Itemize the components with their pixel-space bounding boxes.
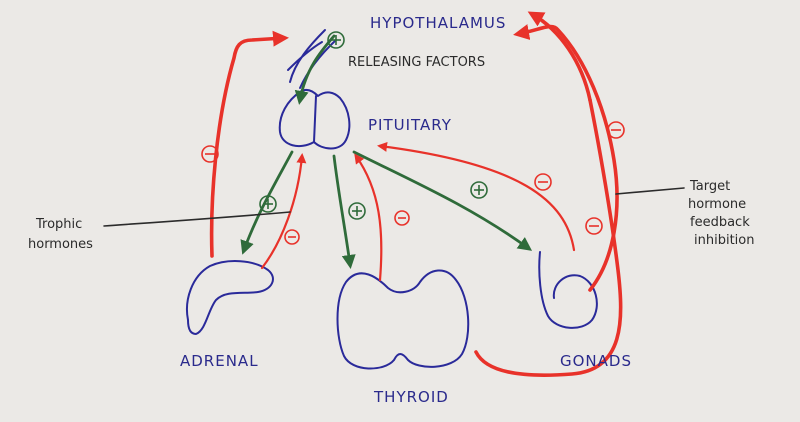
plus-symbol-thyroid <box>348 202 366 220</box>
minus-symbol-gonads-pituitary <box>534 173 552 191</box>
feedback-label-line4: inhibition <box>694 233 754 248</box>
releasing-factors-label: RELEASING FACTORS <box>348 55 485 70</box>
adrenal-label: ADRENAL <box>180 352 259 370</box>
trophic-hormones-pointer <box>103 211 291 227</box>
hypothalamus-label: HYPOTHALAMUS <box>370 14 506 32</box>
gonads-to-pituitary-feedback-arrow <box>377 141 576 252</box>
adrenal-trophic-arrow <box>240 150 294 255</box>
minus-symbol-gonads-loop-upper <box>607 121 625 139</box>
thyroid-feedback-arrowhead <box>527 11 592 102</box>
minus-symbol-adrenal-pituitary <box>284 229 300 245</box>
pituitary-lobe-divider <box>313 95 317 143</box>
plus-symbol-gonads <box>470 181 488 199</box>
feedback-label-line3: feedback <box>690 215 750 230</box>
trophic-hormones-label-line1: Trophic <box>35 217 82 232</box>
pituitary-label: PITUITARY <box>368 116 452 134</box>
minus-symbol-thyroid <box>394 210 410 226</box>
gonads-label: GONADS <box>560 352 632 370</box>
thyroid-to-hypothalamus-feedback-line <box>474 98 623 377</box>
thyroid-gland-outline <box>336 269 470 370</box>
adrenal-to-pituitary-feedback-arrow <box>260 153 307 270</box>
feedback-label-line2: hormone <box>688 197 746 212</box>
pituitary-gland-outline <box>278 88 351 150</box>
plus-symbol-adrenal <box>259 195 277 213</box>
thyroid-to-pituitary-feedback-arrow <box>354 153 383 282</box>
gonads-trophic-arrow <box>352 150 533 251</box>
feedback-label-line1: Target <box>689 179 730 194</box>
feedback-inhibition-pointer <box>615 187 685 195</box>
releasing-factors-arrow <box>294 34 336 105</box>
gonads-outline <box>538 251 598 329</box>
adrenal-gland-outline <box>186 260 274 335</box>
thyroid-label: THYROID <box>373 388 449 406</box>
minus-symbol-adrenal-loop <box>201 145 219 163</box>
trophic-hormones-label-line2: hormones <box>28 237 93 252</box>
thyroid-trophic-arrow <box>332 154 356 269</box>
minus-symbol-gonads-loop-lower <box>585 217 603 235</box>
adrenal-to-hypothalamus-feedback-arrow <box>209 30 289 258</box>
plus-symbol-releasing <box>327 31 345 49</box>
